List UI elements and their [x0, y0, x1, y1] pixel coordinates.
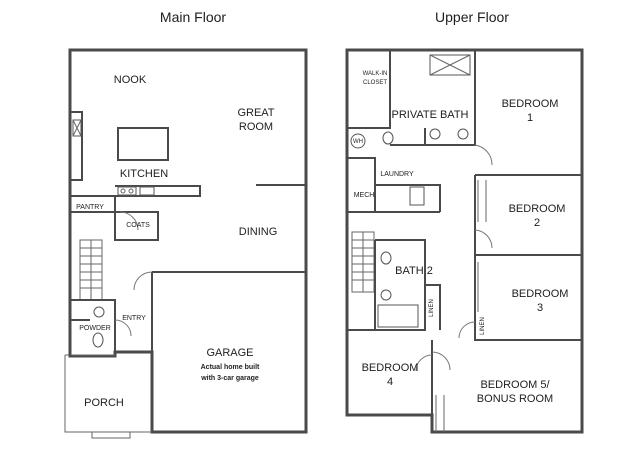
dining-label: DINING	[239, 226, 278, 238]
kitchen-lower-counter	[70, 185, 201, 197]
walk-in-closet-wall	[347, 50, 391, 129]
porch-label: PORCH	[84, 397, 124, 409]
bath-toilet-icon	[382, 131, 394, 145]
powder-label: POWDER	[79, 325, 111, 332]
bedroom1-door-icon	[474, 144, 493, 166]
kitchen-island	[117, 127, 169, 161]
linen-closet-wall	[425, 284, 441, 330]
bedroom4-door-icon	[415, 354, 433, 372]
water-heater-icon	[350, 133, 366, 149]
washer-icon	[409, 186, 425, 206]
burner-icon	[120, 188, 126, 194]
powder-toilet-icon	[92, 332, 104, 348]
bedroom1-label-line2: 1	[527, 112, 533, 124]
bedroom3-wall	[474, 255, 582, 341]
bedroom1-label-line1: BEDROOM	[502, 98, 559, 110]
linen-label: LINEN	[429, 299, 435, 317]
bedroom4-label-line2: 4	[387, 376, 393, 388]
porch-step	[91, 432, 131, 439]
coats-closet-wall	[114, 211, 159, 241]
great-room-label-line2: ROOM	[239, 121, 273, 133]
bedroom4-label-line1: BEDROOM	[362, 362, 419, 374]
water-heater-label: WH	[353, 139, 363, 145]
garage-door-icon	[133, 271, 153, 291]
nook-label: NOOK	[114, 74, 147, 86]
mech-label: MECH	[354, 192, 375, 199]
stair-wall	[70, 299, 116, 352]
bedroom3-label-line2: 3	[537, 302, 543, 314]
bath2-sink-icon	[380, 289, 392, 301]
bedroom3-label-line1: BEDROOM	[512, 288, 569, 300]
bedroom5-label-line1: BEDROOM 5/	[480, 379, 550, 391]
powder-sink-icon	[93, 306, 105, 318]
bath-sink-icon	[457, 128, 469, 140]
bedroom2-label-line1: BEDROOM	[509, 203, 566, 215]
kitchen-label: KITCHEN	[120, 168, 168, 180]
linen-label: LINEN	[480, 317, 486, 335]
coats-door-icon	[119, 211, 139, 231]
main-floor-title: Main Floor	[160, 9, 226, 25]
upper-floor-title: Upper Floor	[435, 9, 509, 25]
bedroom5-label-line2: BONUS ROOM	[477, 393, 553, 405]
upper-stairs	[351, 231, 375, 293]
walk-in-closet-label-line2: CLOSET	[363, 80, 387, 86]
kitchen-counter	[70, 111, 83, 181]
garage-note-line1: Actual home built	[201, 364, 260, 371]
main-floor-plan: Main Floor	[64, 9, 308, 439]
walk-in-closet-label-line1: WALK-IN	[363, 71, 388, 77]
laundry-label: LAUNDRY	[380, 171, 414, 178]
bedroom2-door-icon	[474, 229, 493, 249]
bath2-label: BATH 2	[395, 265, 433, 277]
bedroom2-closet-icon	[477, 180, 487, 222]
sink-icon	[139, 186, 155, 196]
main-stairs	[79, 239, 103, 301]
private-bath-label: PRIVATE BATH	[391, 109, 468, 121]
coats-label: COATS	[126, 222, 150, 229]
bath2-toilet-icon	[380, 251, 392, 265]
garage-wall	[151, 271, 306, 352]
powder-wall	[69, 300, 90, 356]
entry-door-icon	[114, 319, 132, 337]
bathtub-icon	[377, 304, 419, 328]
shower-cross-icon	[429, 54, 471, 76]
bath2-wall	[374, 239, 426, 331]
upper-floor-plan: Upper Floor	[345, 9, 584, 434]
fridge-cross-icon	[72, 119, 82, 137]
burner-icon	[128, 188, 134, 194]
porch-outline	[64, 354, 152, 433]
garage-note-line2: with 3-car garage	[200, 375, 259, 382]
bedroom5-closet-icon	[435, 395, 445, 432]
bedroom2-label-line2: 2	[534, 217, 540, 229]
bedroom5-door-icon	[431, 351, 451, 371]
bedroom3-door-icon	[458, 321, 476, 339]
great-room-label-line1: GREAT	[237, 107, 274, 119]
laundry-wall	[347, 157, 441, 212]
garage-label: GARAGE	[206, 347, 253, 359]
entry-label: ENTRY	[122, 315, 146, 322]
pantry-label: PANTRY	[76, 204, 104, 211]
bath-sink-icon	[429, 128, 441, 140]
cooktop-icon	[117, 186, 137, 196]
